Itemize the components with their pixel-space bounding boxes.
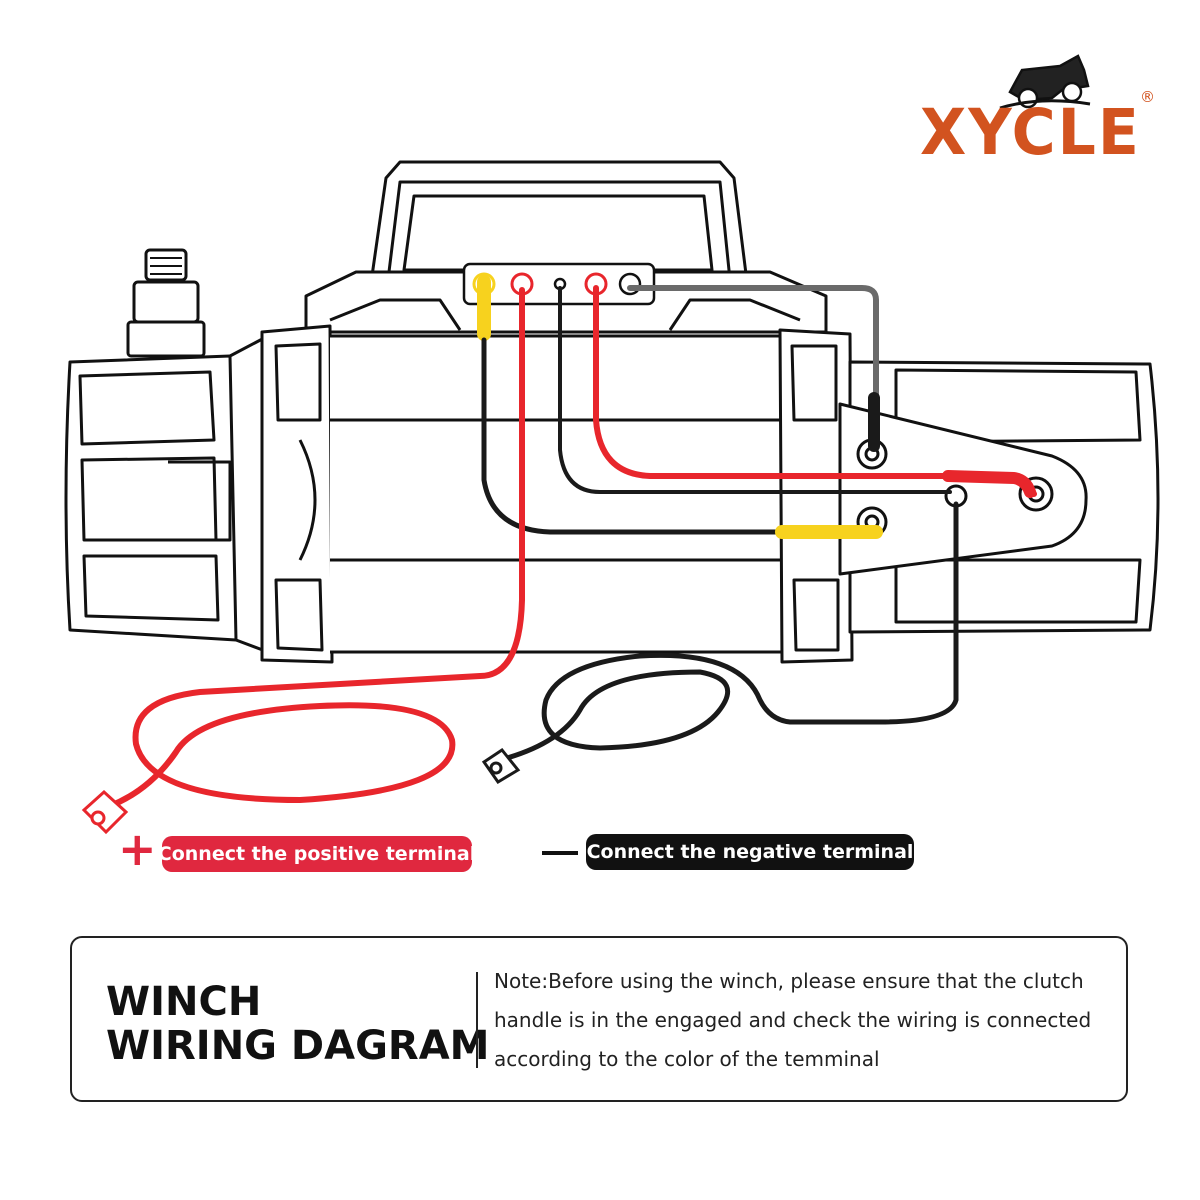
wires [107, 275, 1037, 809]
black-control-wire [481, 337, 783, 535]
clutch-handle [126, 248, 206, 358]
gray-wire [627, 285, 879, 399]
minus-icon [542, 851, 578, 855]
registered-mark: ® [1140, 88, 1155, 106]
positive-terminal-label: Connect the positive terminal [158, 836, 476, 872]
black-thin-wire [558, 286, 952, 494]
positive-cable [107, 287, 525, 809]
note-divider [476, 972, 478, 1068]
red-sleeve [942, 470, 1036, 498]
title-line-1: WINCH [106, 979, 262, 1025]
positive-ring-terminal [81, 789, 129, 835]
negative-terminal-label: Connect the negative terminal [586, 834, 914, 870]
diagram-title: WINCH WIRING DAGRAM [106, 980, 489, 1068]
plus-icon: + [118, 822, 157, 876]
negative-cable [497, 501, 959, 763]
note-text: Note:Before using the winch, please ensu… [494, 969, 1092, 1071]
jeep-icon [999, 54, 1091, 110]
winch-body [64, 160, 1160, 664]
brand-logo-text: XYCLE [920, 96, 1141, 170]
negative-ring-terminal [481, 747, 521, 785]
note-panel: WINCH WIRING DAGRAM Note:Before using th… [70, 936, 1128, 1102]
title-line-2: WIRING DAGRAM [106, 1023, 490, 1069]
